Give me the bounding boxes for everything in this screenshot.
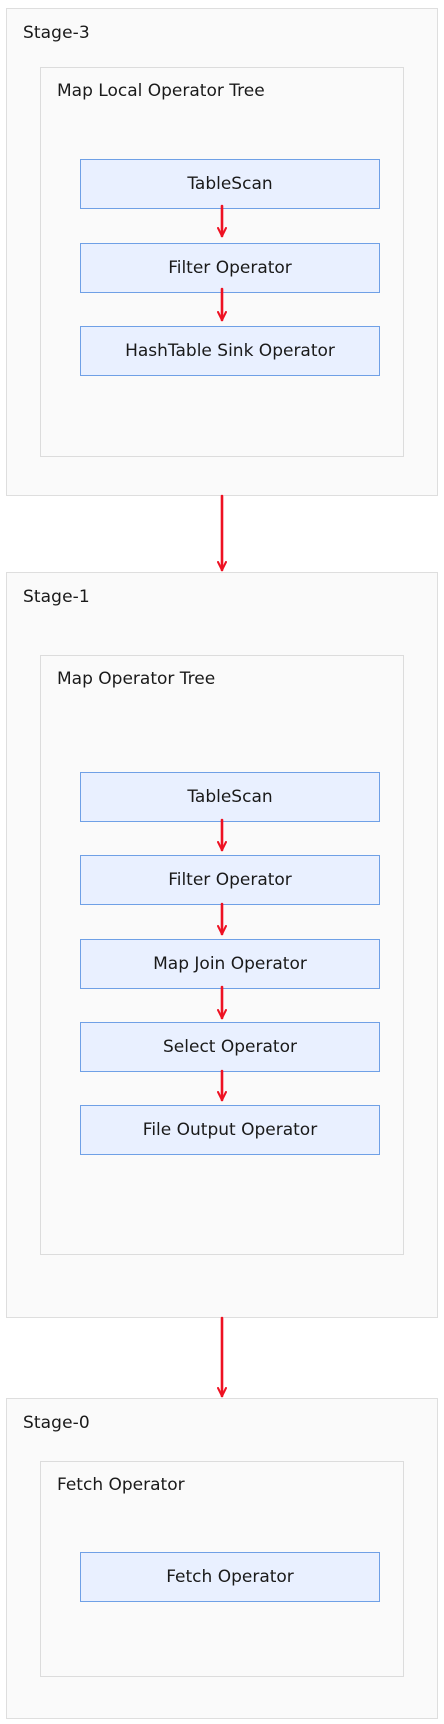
- stage-title: Stage-1: [23, 587, 90, 607]
- stage-title: Stage-3: [23, 23, 90, 43]
- operator-tree-box: Fetch Operator Fetch Operator: [40, 1461, 404, 1677]
- operator-node: Filter Operator: [80, 243, 380, 293]
- stage-title: Stage-0: [23, 1413, 90, 1433]
- operator-node: File Output Operator: [80, 1105, 380, 1155]
- operator-tree-box: Map Operator Tree TableScan Filter Opera…: [40, 655, 404, 1255]
- operator-node: Map Join Operator: [80, 939, 380, 989]
- operator-node: TableScan: [80, 159, 380, 209]
- stage-box-1: Stage-1 Map Operator Tree TableScan Filt…: [6, 572, 438, 1318]
- tree-title: Map Operator Tree: [57, 669, 216, 689]
- tree-title: Map Local Operator Tree: [57, 81, 265, 101]
- operator-node: TableScan: [80, 772, 380, 822]
- operator-node: HashTable Sink Operator: [80, 326, 380, 376]
- operator-node: Select Operator: [80, 1022, 380, 1072]
- operator-node: Fetch Operator: [80, 1552, 380, 1602]
- operator-tree-box: Map Local Operator Tree TableScan Filter…: [40, 67, 404, 457]
- stage-box-3: Stage-3 Map Local Operator Tree TableSca…: [6, 8, 438, 496]
- operator-node: Filter Operator: [80, 855, 380, 905]
- tree-title: Fetch Operator: [57, 1475, 185, 1495]
- stage-box-0: Stage-0 Fetch Operator Fetch Operator: [6, 1398, 438, 1719]
